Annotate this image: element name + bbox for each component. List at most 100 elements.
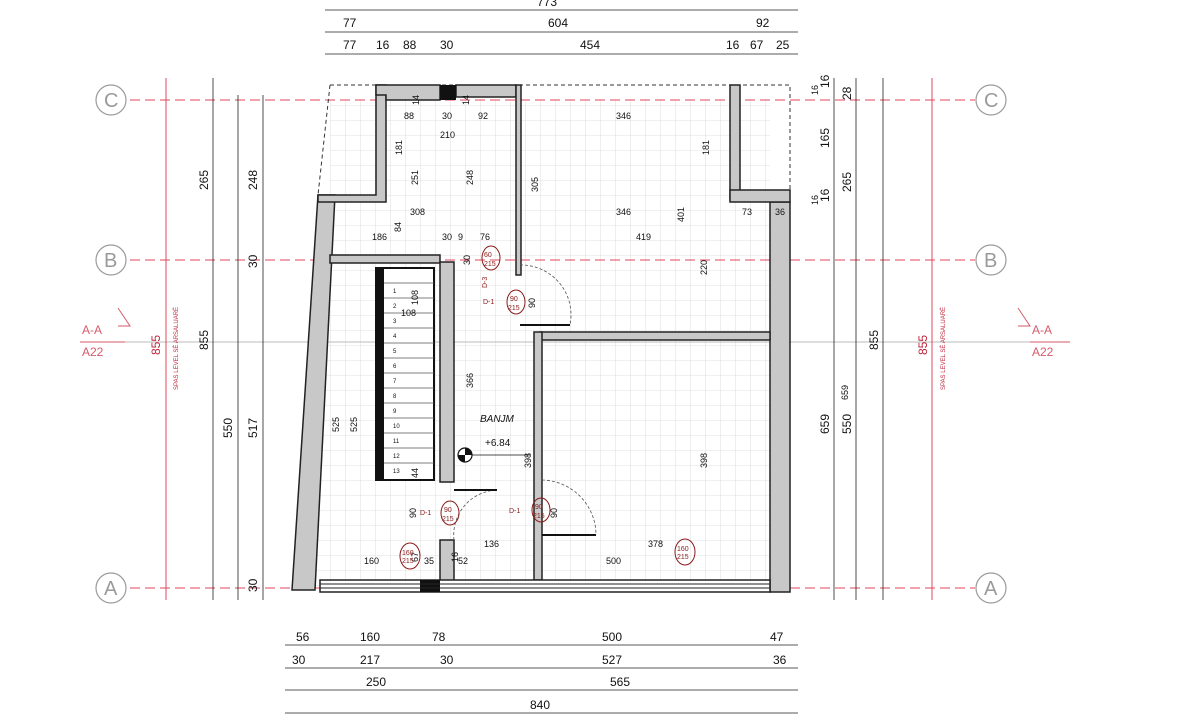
stair <box>375 267 435 481</box>
section-marker-arrows <box>80 307 1070 343</box>
stair-step-number: 11 <box>393 439 400 445</box>
interior-dim: 16 <box>810 85 820 95</box>
dim-right-inner: 659 <box>818 414 832 434</box>
interior-dim: 525 <box>349 417 359 432</box>
stair-step-number: 4 <box>393 334 397 340</box>
dim-top-row1: 92 <box>756 16 770 30</box>
bottom-window-lines <box>320 583 770 589</box>
interior-dim: 16 <box>450 552 460 562</box>
stair-step-number: 10 <box>393 424 400 430</box>
interior-dim: 108 <box>401 308 416 318</box>
interior-dim: 398 <box>523 453 533 468</box>
interior-dim: 251 <box>410 170 420 185</box>
dim-left-inner: 517 <box>246 418 260 438</box>
door-tag-width: 90 <box>444 507 452 514</box>
dim-bottom-row1: 47 <box>770 630 784 644</box>
interior-dim: 84 <box>393 222 403 232</box>
interior-dim: 186 <box>372 232 387 242</box>
dim-right-inner: 165 <box>818 128 832 148</box>
stair-step-numbers: 1 2 3 4 5 6 7 8 9 10 11 12 13 <box>393 289 400 475</box>
interior-dim: 160 <box>364 556 379 566</box>
dim-bottom-row1: 160 <box>360 630 380 644</box>
section-label-right: A-A <box>1032 323 1052 337</box>
dim-bottom-row2: 217 <box>360 653 380 667</box>
door-swings <box>453 264 597 541</box>
room-level: +6.84 <box>485 438 511 449</box>
dim-bottom-row1: 56 <box>296 630 310 644</box>
door-tag-width: 90 <box>510 296 518 303</box>
window-tag-height: 215 <box>402 558 414 565</box>
axis-label-b-left: B <box>104 250 117 272</box>
dim-left-inner: 30 <box>246 254 260 268</box>
interior-dim: 659 <box>840 385 850 400</box>
door-tag-height: 215 <box>442 516 454 523</box>
dimension-lines <box>212 9 884 714</box>
axis-label-c-right: C <box>984 90 998 112</box>
interior-dim: 210 <box>440 130 455 140</box>
red-height-note-left: SPAS LEVEL SÈ ARSALUARË <box>173 307 180 390</box>
door-tag-height: 215 <box>484 261 496 268</box>
red-height-lines <box>165 78 933 600</box>
roof-outline-dashed <box>317 84 791 196</box>
dim-right-outer: 265 <box>840 172 854 192</box>
interior-dim: 346 <box>616 111 631 121</box>
stair-step-number: 5 <box>393 349 397 355</box>
dim-bottom-row1: 500 <box>602 630 622 644</box>
stair-step-number: 2 <box>393 304 397 310</box>
stair-step-number: 12 <box>393 454 400 460</box>
dim-top-total: 773 <box>537 0 557 9</box>
dim-left-outer: 550 <box>221 418 235 438</box>
dim-bottom-row2: 30 <box>440 653 454 667</box>
dim-bottom-row3: 250 <box>366 675 386 689</box>
stair-step-number: 8 <box>393 394 397 400</box>
axis-markers <box>95 84 1007 604</box>
dim-bottom-total: 840 <box>530 698 550 712</box>
section-sheet-left: A22 <box>82 345 104 359</box>
interior-dim: 35 <box>424 556 434 566</box>
interior-dim: 346 <box>616 207 631 217</box>
dim-bottom-row2: 30 <box>292 653 306 667</box>
dim-top-row2: 454 <box>580 38 600 52</box>
axis-label-b-right: B <box>984 250 997 272</box>
red-height-left: 855 <box>149 335 163 355</box>
interior-dim: 67 <box>410 552 420 562</box>
stair-step-number: 3 <box>393 319 397 325</box>
dim-top-row2: 16 <box>726 38 740 52</box>
stair-step-number: 1 <box>393 289 397 295</box>
interior-dim: 76 <box>480 232 490 242</box>
door-tag-width: 90 <box>535 504 543 511</box>
window-openings <box>420 85 456 592</box>
interior-dim: 248 <box>465 170 475 185</box>
door-side-dim: 90 <box>527 298 537 308</box>
dim-top-row2: 30 <box>440 38 454 52</box>
dim-left-total: 855 <box>197 330 211 350</box>
interior-dim: 181 <box>394 140 404 155</box>
dim-top-row2: 67 <box>750 38 764 52</box>
stair-treads <box>384 282 434 464</box>
stair-step-number: 7 <box>393 379 397 385</box>
interior-dim: 525 <box>331 417 341 432</box>
window-tag-height: 215 <box>677 554 689 561</box>
interior-dim: 14 <box>461 95 471 105</box>
dim-left-inner: 30 <box>246 578 260 592</box>
interior-dim: 92 <box>478 111 488 121</box>
stair-step-number: 6 <box>393 364 397 370</box>
interior-dim: 9 <box>458 232 463 242</box>
red-height-right: 855 <box>916 335 930 355</box>
window-tag-width: 160 <box>677 546 689 553</box>
red-height-note-right: SPAS LEVEL SÈ ARSALUARË <box>940 307 947 390</box>
door-side-dim: 90 <box>549 508 559 518</box>
door-side-dim: 90 <box>408 508 418 518</box>
interior-dim: 500 <box>606 556 621 566</box>
dim-top-row2: 16 <box>376 38 390 52</box>
door-tag-code: D-1 <box>483 299 494 306</box>
interior-dim: 30 <box>462 255 472 265</box>
dim-top-row2: 25 <box>776 38 790 52</box>
dim-left-outer: 265 <box>197 170 211 190</box>
interior-dim: 136 <box>484 539 499 549</box>
dim-left-inner: 248 <box>246 170 260 190</box>
dim-right-inner: 16 <box>818 74 832 88</box>
dim-right-total: 855 <box>867 330 881 350</box>
dim-bottom-row2: 527 <box>602 653 622 667</box>
section-label-left: A-A <box>82 323 102 337</box>
